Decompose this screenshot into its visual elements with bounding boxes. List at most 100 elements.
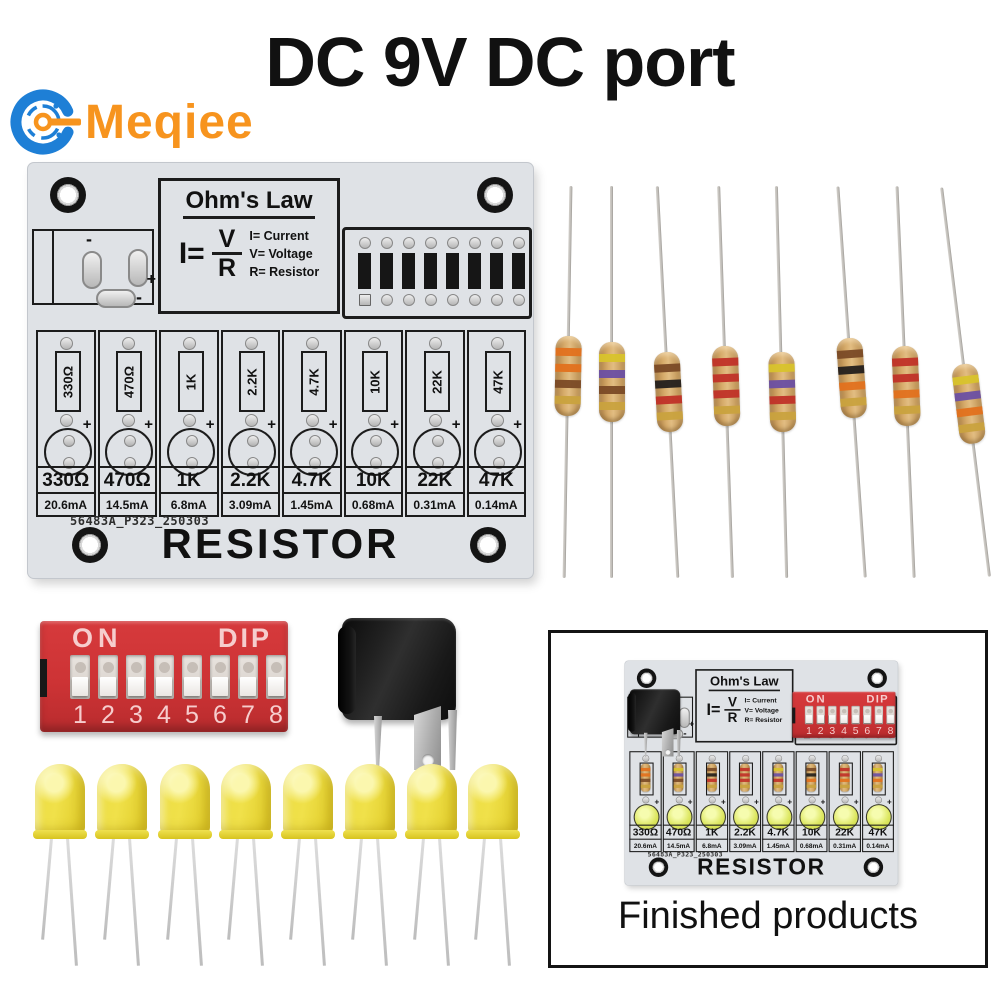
dip-position-number: 1 [806, 725, 812, 737]
solder-pad [425, 294, 437, 306]
led-lead [41, 837, 53, 940]
column-current-label: 6.8mA [159, 492, 219, 515]
mounted-led [633, 804, 660, 831]
yellow-led [158, 764, 212, 966]
color-band [654, 363, 681, 373]
color-band [958, 422, 985, 434]
color-band [954, 390, 982, 402]
footprint-divider [52, 231, 54, 303]
resistor-column: 1K+1K6.8mA [695, 751, 728, 853]
yellow-led [405, 764, 459, 966]
column-value-label: 22K [405, 466, 465, 494]
resistor-footprint: 2.2K [239, 351, 266, 412]
color-band [839, 778, 850, 782]
dip-switch-row [70, 655, 286, 699]
dip-dip-label: DIP [217, 623, 272, 653]
resistor-body [835, 337, 868, 419]
color-band [836, 349, 864, 359]
solder-pad [367, 337, 381, 350]
led-dome [160, 764, 210, 836]
solder-pad [708, 754, 716, 762]
column-current-label: 6.8mA [695, 838, 728, 851]
mounted-resistor [872, 763, 883, 792]
dc-jack-body [342, 618, 456, 720]
color-band [673, 784, 684, 788]
resistor-footprint-label: 4.7K [306, 367, 322, 396]
solder-pad [874, 754, 882, 762]
solder-pad [306, 337, 320, 350]
color-band [673, 767, 684, 772]
mounted-dc-jack [627, 685, 684, 758]
color-band [806, 773, 817, 777]
solder-pad [675, 796, 683, 804]
led-flange [281, 830, 335, 839]
color-band [599, 354, 625, 362]
led-plus-mark: + [205, 416, 215, 433]
dip-switch-knob [240, 677, 256, 696]
column-value-label: 330Ω [629, 824, 662, 840]
color-band [769, 411, 796, 421]
solder-pad [493, 435, 506, 447]
led-lead [103, 837, 115, 940]
led-plus-mark: + [267, 416, 276, 433]
dip-position-number: 7 [241, 701, 255, 729]
loose-resistor [597, 186, 627, 578]
formula-i: I= [178, 237, 205, 271]
dc-jack-pin [374, 716, 382, 772]
column-current-label: 3.09mA [728, 838, 762, 851]
solder-pad [447, 237, 459, 249]
led-flange [158, 830, 212, 839]
dip-switch-slider [154, 655, 174, 699]
dip-switch-knob [817, 715, 825, 723]
solder-pad [96, 289, 136, 308]
led-plus-mark: + [754, 797, 759, 807]
loose-resistor [643, 185, 693, 578]
led-lead [413, 837, 425, 940]
solder-pad [185, 435, 198, 447]
mounted-led [832, 804, 859, 831]
led-plus-mark: + [144, 416, 153, 433]
color-band [640, 778, 651, 782]
led-lead [351, 837, 363, 940]
dip-switch-footprint [342, 227, 532, 319]
dip-dip-label: DIP [866, 692, 889, 706]
dip-slot [380, 253, 393, 289]
color-band [713, 389, 740, 399]
color-band [773, 773, 784, 777]
dip-switch-notch [40, 659, 47, 697]
led-plus-mark: + [787, 797, 793, 807]
led-dome [468, 764, 518, 836]
dc-jack-pin [448, 710, 457, 770]
led-lead [474, 837, 486, 940]
formula-i: I= [706, 701, 721, 719]
dip-switch-knob [863, 715, 871, 723]
resistor-footprint: 22K [423, 351, 450, 412]
jack-minus-mark: - [136, 287, 142, 307]
column-value-label: 4.7K [762, 824, 795, 840]
column-current-label: 0.68mA [795, 838, 828, 851]
mounted-led [666, 804, 693, 831]
color-band [773, 784, 784, 788]
solder-pad [244, 337, 258, 350]
dip-switch-knob [156, 677, 172, 696]
mounted-led [699, 804, 726, 831]
led-lead [227, 837, 239, 940]
led-lead [252, 837, 264, 966]
resistor-body [653, 351, 684, 433]
mounted-resistor [740, 763, 750, 792]
color-band [894, 405, 921, 415]
led-plus-mark: + [720, 797, 726, 807]
dc-jack-footprint: -+- [32, 229, 156, 308]
column-value-label: 1K [695, 824, 728, 840]
color-band [712, 373, 739, 383]
resistor-lead [655, 186, 680, 578]
